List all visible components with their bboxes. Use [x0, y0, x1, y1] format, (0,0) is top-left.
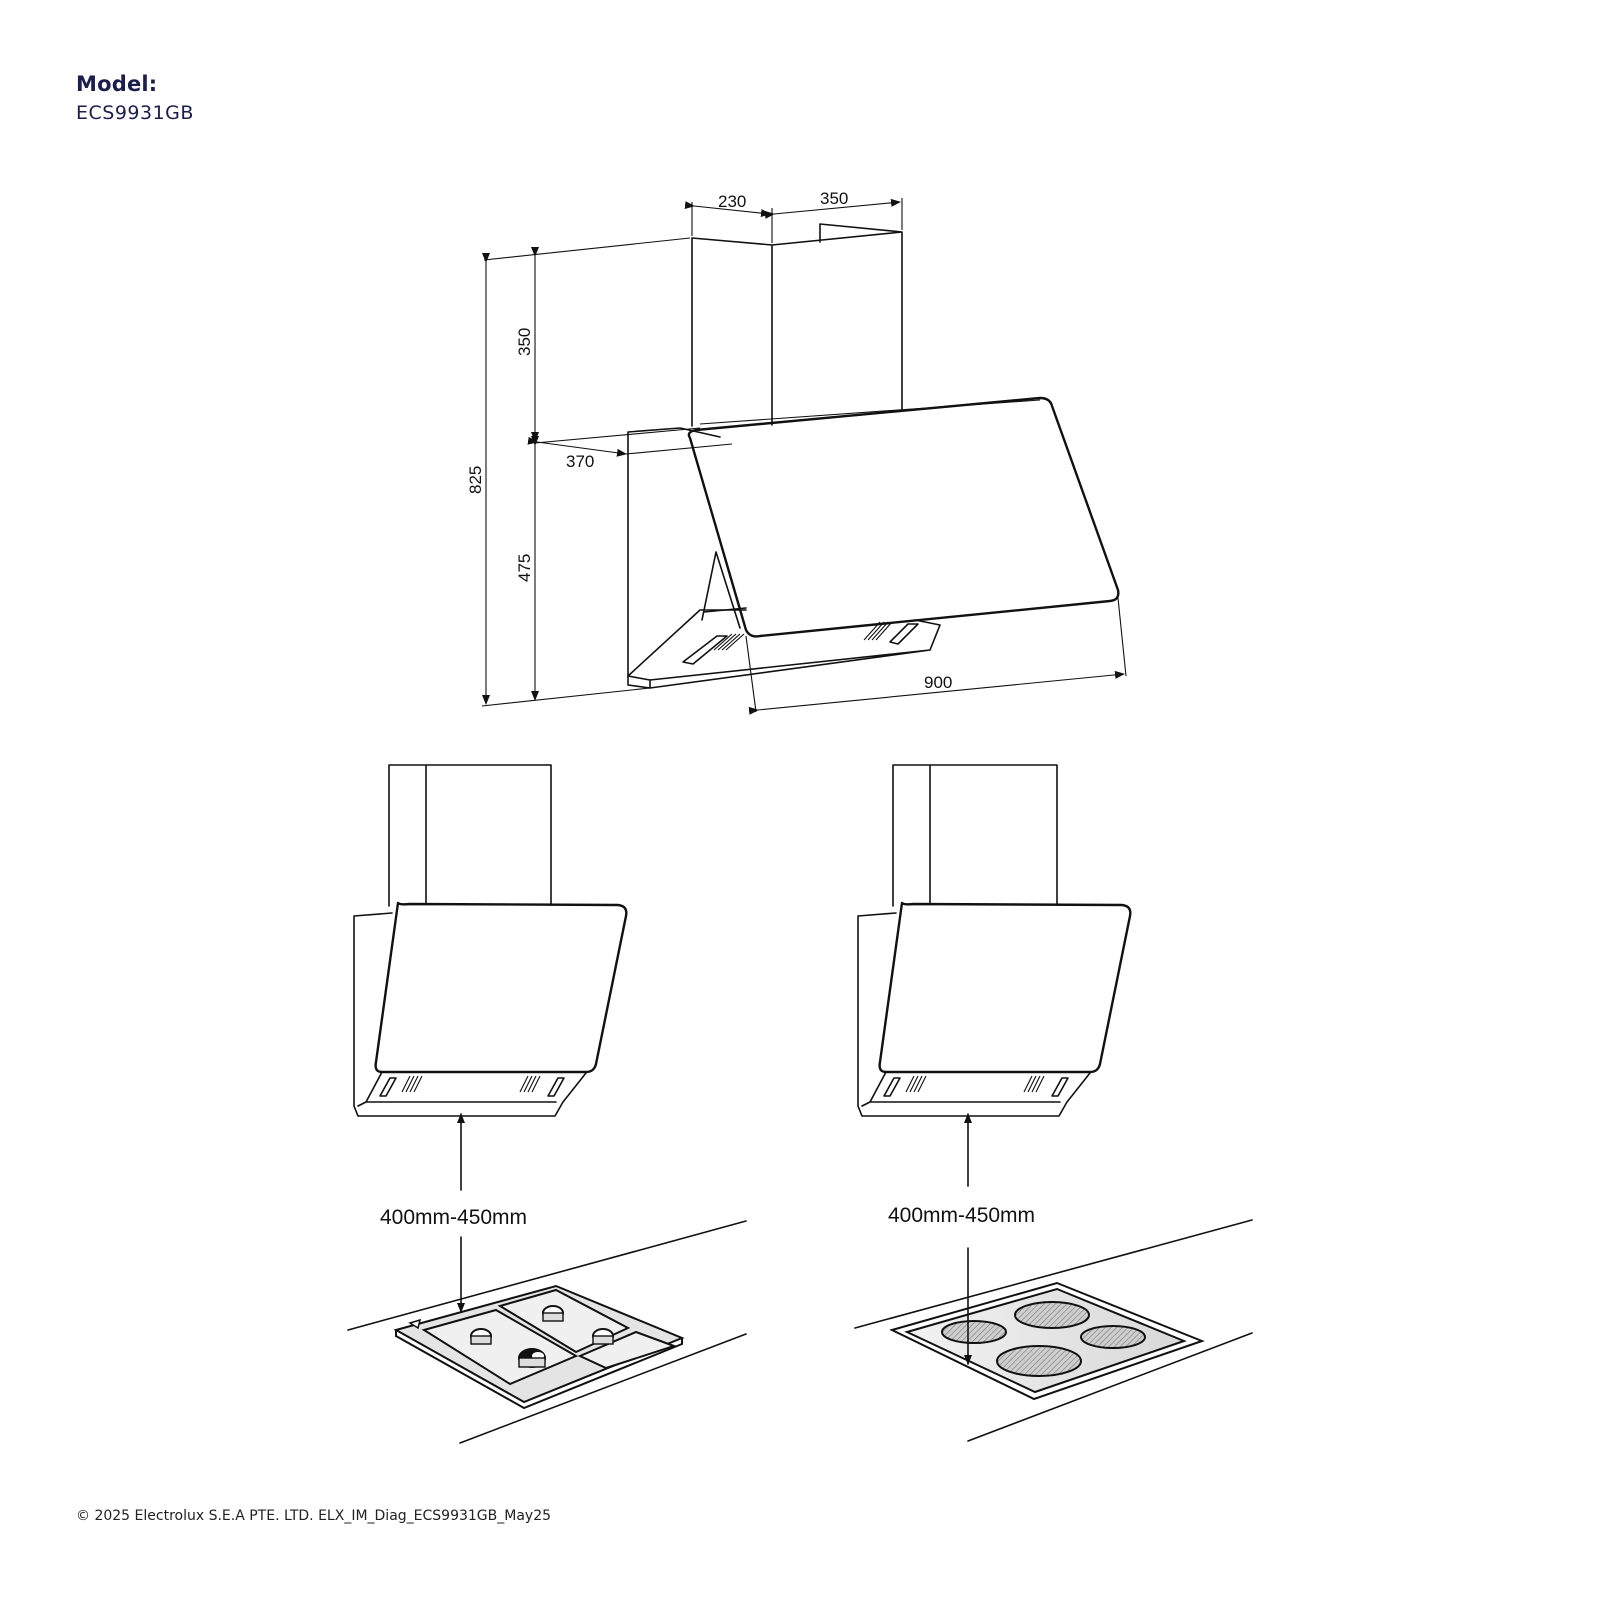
counter-edge-back: [347, 1220, 747, 1331]
dim-canopy-width: 900: [924, 673, 952, 692]
glass-panel: [687, 396, 1120, 638]
cooking-zone: [1080, 1325, 1146, 1349]
main-hood-diagram: 230 350 350 475 825 370 900: [466, 189, 1127, 715]
dim-total-height: 825: [466, 466, 485, 494]
counter-edge-front: [459, 1333, 747, 1444]
grease-filter-right: [863, 621, 919, 645]
clearance-label: 400mm-450mm: [888, 1204, 1035, 1227]
gas-hob-installation: 400mm-450mm: [347, 764, 747, 1444]
gas-hob: [393, 1284, 685, 1410]
cooking-zone: [1014, 1301, 1090, 1329]
chimney-outline: [691, 223, 903, 427]
ceramic-hob-installation: 400mm-450mm: [854, 764, 1253, 1442]
dim-chimney-depth: 230: [718, 192, 746, 211]
counter-edge-back: [854, 1219, 1253, 1329]
panel-support: [701, 551, 747, 629]
bottom-tray: [627, 609, 941, 689]
hood-small-left: [353, 764, 628, 1117]
counter-edge-front: [967, 1332, 1253, 1442]
model-number: ECS9931GB: [76, 102, 194, 124]
glass-panel: [878, 901, 1132, 1074]
dim-chimney-width: 350: [820, 189, 848, 208]
cooking-zone: [941, 1320, 1007, 1344]
model-heading: Model:: [76, 72, 158, 96]
dim-canopy-height: 475: [515, 554, 534, 582]
clearance-label: 400mm-450mm: [380, 1206, 527, 1229]
glass-panel: [374, 901, 628, 1074]
ceramic-hob: [889, 1281, 1205, 1401]
canopy-side: [627, 427, 721, 689]
cooking-zone: [996, 1345, 1082, 1377]
copyright-footer: © 2025 Electrolux S.E.A PTE. LTD. ELX_IM…: [76, 1508, 552, 1524]
grease-filter-left: [682, 633, 745, 665]
dim-chimney-height: 350: [515, 328, 534, 356]
hood-small-right: [857, 764, 1132, 1117]
dim-canopy-depth: 370: [566, 452, 594, 471]
